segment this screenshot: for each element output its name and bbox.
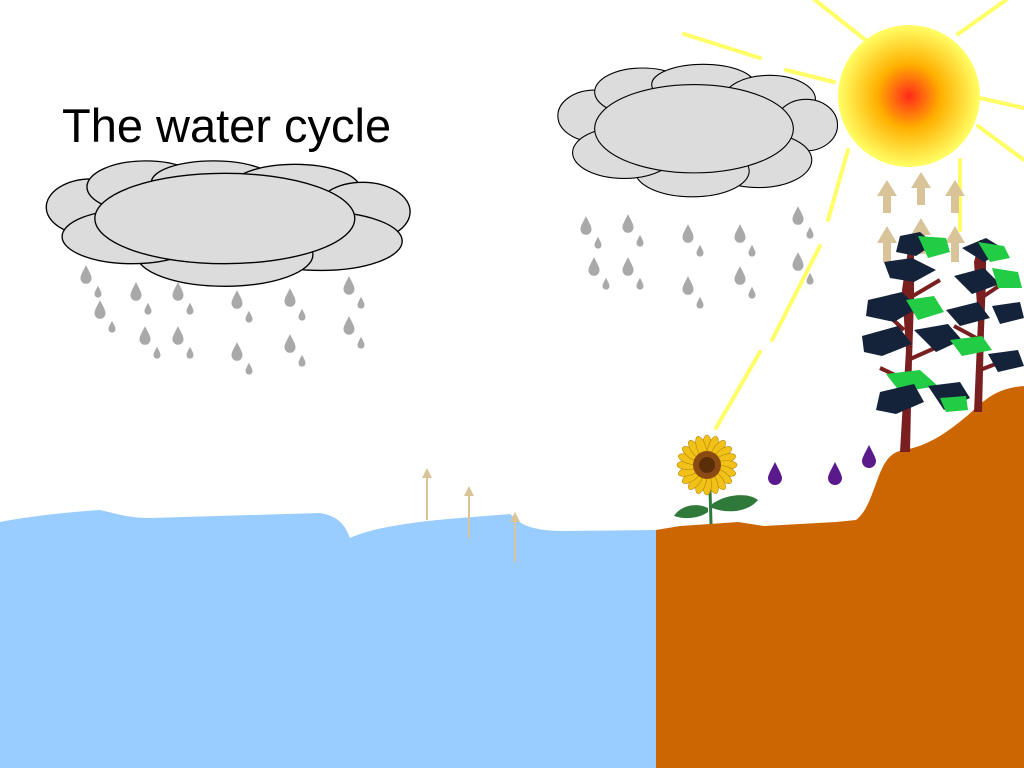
evaporation-arrows-water — [422, 468, 520, 562]
ground-water-drop-icon — [862, 445, 876, 468]
raindrop-icon — [231, 290, 243, 309]
raindrop-icon — [172, 326, 184, 345]
raindrop-icon — [108, 320, 116, 333]
raindrop-icon — [580, 216, 592, 235]
raindrop-icon — [602, 277, 610, 290]
raindrop-icon — [186, 302, 194, 315]
raindrop-icon — [622, 257, 634, 276]
raindrop-icon — [153, 346, 161, 359]
sun-icon — [838, 25, 980, 167]
raindrop-icon — [622, 214, 634, 233]
raindrop-icon — [357, 296, 365, 309]
ground-water-drop-icon — [828, 462, 842, 485]
sunflower-icon — [674, 434, 758, 525]
cloud-icon — [45, 160, 411, 287]
raindrop-icon — [792, 206, 804, 225]
raindrop-icon — [748, 244, 756, 257]
raindrop-icon — [139, 326, 151, 345]
raindrop-icon — [594, 236, 602, 249]
evaporation-arrow-icon — [911, 172, 931, 205]
raindrop-icon — [636, 234, 644, 247]
land-body — [656, 386, 1024, 768]
raindrop-icon — [186, 346, 194, 359]
tree-icon — [946, 238, 1024, 412]
ground-water-drops — [768, 445, 876, 485]
raindrop-icon — [298, 308, 306, 321]
raindrop-icon — [94, 285, 102, 298]
raindrop-icon — [682, 276, 694, 295]
raindrop-icon — [636, 277, 644, 290]
raindrop-icon — [130, 282, 142, 301]
raindrop-icon — [588, 257, 600, 276]
raindrop-icon — [172, 282, 184, 301]
rain-right — [580, 206, 814, 309]
raindrop-icon — [806, 226, 814, 239]
raindrop-icon — [696, 244, 704, 257]
evaporation-arrow-icon — [877, 180, 897, 213]
rain-left — [80, 265, 365, 375]
sun-rays — [682, 0, 1024, 430]
diagram-title: The water cycle — [62, 99, 392, 152]
evaporation-arrow-icon — [510, 512, 520, 562]
transpiration-arrows — [877, 172, 965, 262]
raindrop-icon — [806, 272, 814, 285]
evaporation-arrow-icon — [945, 180, 965, 213]
evaporation-arrow-icon — [877, 226, 897, 262]
raindrop-icon — [748, 286, 756, 299]
raindrop-icon — [343, 276, 355, 295]
raindrop-icon — [298, 354, 306, 367]
raindrop-icon — [94, 300, 106, 319]
tree-icon — [862, 232, 970, 452]
raindrop-icon — [357, 336, 365, 349]
raindrop-icon — [144, 302, 152, 315]
cloud-icon — [557, 63, 839, 198]
raindrop-icon — [343, 316, 355, 335]
evaporation-arrow-icon — [945, 226, 965, 262]
raindrop-icon — [734, 224, 746, 243]
raindrop-icon — [80, 265, 92, 284]
evaporation-arrow-icon — [464, 486, 474, 538]
raindrop-icon — [231, 342, 243, 361]
evaporation-arrow-icon — [422, 468, 432, 520]
raindrop-icon — [284, 288, 296, 307]
water-body — [0, 510, 656, 768]
raindrop-icon — [696, 296, 704, 309]
raindrop-icon — [682, 224, 694, 243]
raindrop-icon — [734, 266, 746, 285]
ground-water-drop-icon — [768, 462, 782, 485]
raindrop-icon — [792, 252, 804, 271]
raindrop-icon — [284, 334, 296, 353]
raindrop-icon — [245, 310, 253, 323]
raindrop-icon — [245, 362, 253, 375]
